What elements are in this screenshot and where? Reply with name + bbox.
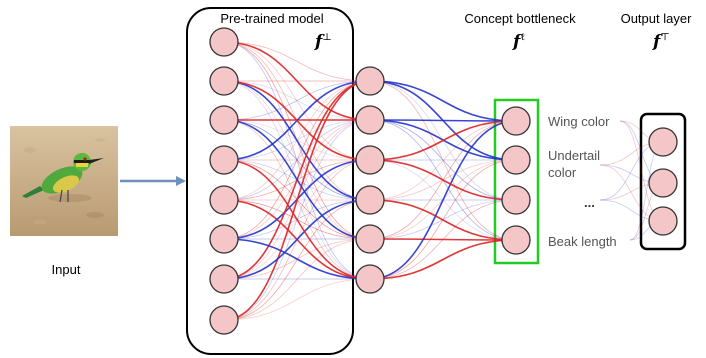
output-node xyxy=(648,206,678,236)
network-edges xyxy=(223,41,664,321)
edge-strong xyxy=(223,199,371,280)
edge-faint xyxy=(223,119,371,201)
concept-label-beak-length: Beak length xyxy=(548,234,617,249)
bottleneck-symbol: fℓ xyxy=(512,32,525,52)
pretrained-model-box xyxy=(186,7,354,355)
concept-node xyxy=(501,185,531,215)
edge-strong xyxy=(369,80,517,122)
input-bird-image xyxy=(10,126,118,236)
edge-strong xyxy=(223,80,371,201)
edge-faint xyxy=(223,238,371,321)
bottleneck-title: Concept bottleneck xyxy=(464,11,576,26)
input-layer-node xyxy=(209,224,239,254)
concept-node xyxy=(501,225,531,255)
edge-faint xyxy=(223,41,371,161)
edge-faint xyxy=(223,80,371,240)
output-node xyxy=(648,168,678,198)
edge-faint xyxy=(223,80,371,240)
edge-faint xyxy=(223,41,371,280)
edge-strong xyxy=(223,159,371,280)
edge-strong xyxy=(369,159,517,201)
concept-bottleneck-box xyxy=(493,98,540,265)
input-layer-node xyxy=(209,27,239,57)
edge-strong xyxy=(223,80,371,321)
edge-faint xyxy=(223,199,371,321)
input-layer-node xyxy=(209,185,239,215)
hidden-layer-node xyxy=(355,66,385,96)
pretrained-title: Pre-trained model xyxy=(220,11,323,26)
edge-strong xyxy=(223,119,371,240)
concept-node xyxy=(501,106,531,136)
edge-strong xyxy=(369,199,517,241)
hidden-layer-node xyxy=(355,145,385,175)
edge-strong xyxy=(369,119,517,122)
edge-faint xyxy=(223,41,371,82)
output-node xyxy=(648,127,678,157)
edge-strong xyxy=(369,239,517,280)
concept-label-ellipsis: ... xyxy=(584,195,595,210)
input-layer-node xyxy=(209,105,239,135)
input-layer-node xyxy=(209,66,239,96)
hidden-layer-node xyxy=(355,224,385,254)
concept-label-undertail: Undertail xyxy=(548,148,600,163)
edge-faint xyxy=(223,278,371,321)
edge-strong xyxy=(223,41,371,121)
edge-faint xyxy=(223,119,371,201)
input-layer-node xyxy=(209,305,239,335)
input-label: Input xyxy=(52,262,81,277)
edge-faint xyxy=(369,120,517,201)
edge-faint xyxy=(369,80,517,241)
edge-strong xyxy=(369,120,517,280)
concept-label-undertail-color: color xyxy=(548,165,577,180)
pretrained-symbol: f⊥ xyxy=(314,32,332,52)
edge-faint xyxy=(223,80,371,121)
concept-node xyxy=(501,145,531,175)
output-layer-box xyxy=(639,112,687,251)
input-layer-node xyxy=(209,145,239,175)
hidden-layer-node xyxy=(355,185,385,215)
edge-faint xyxy=(369,119,517,201)
hidden-layer-node xyxy=(355,105,385,135)
network-nodes xyxy=(209,27,678,335)
edge-strong xyxy=(369,238,517,241)
hidden-layer-node xyxy=(355,264,385,294)
input-layer-node xyxy=(209,264,239,294)
concept-label-wing-color: Wing color xyxy=(548,114,610,129)
output-title: Output layer xyxy=(621,11,692,26)
edge-strong xyxy=(223,238,371,280)
edge-strong xyxy=(369,120,517,161)
edge-strong xyxy=(223,80,371,161)
edge-faint xyxy=(223,80,371,121)
output-symbol: f⊤ xyxy=(652,32,670,52)
